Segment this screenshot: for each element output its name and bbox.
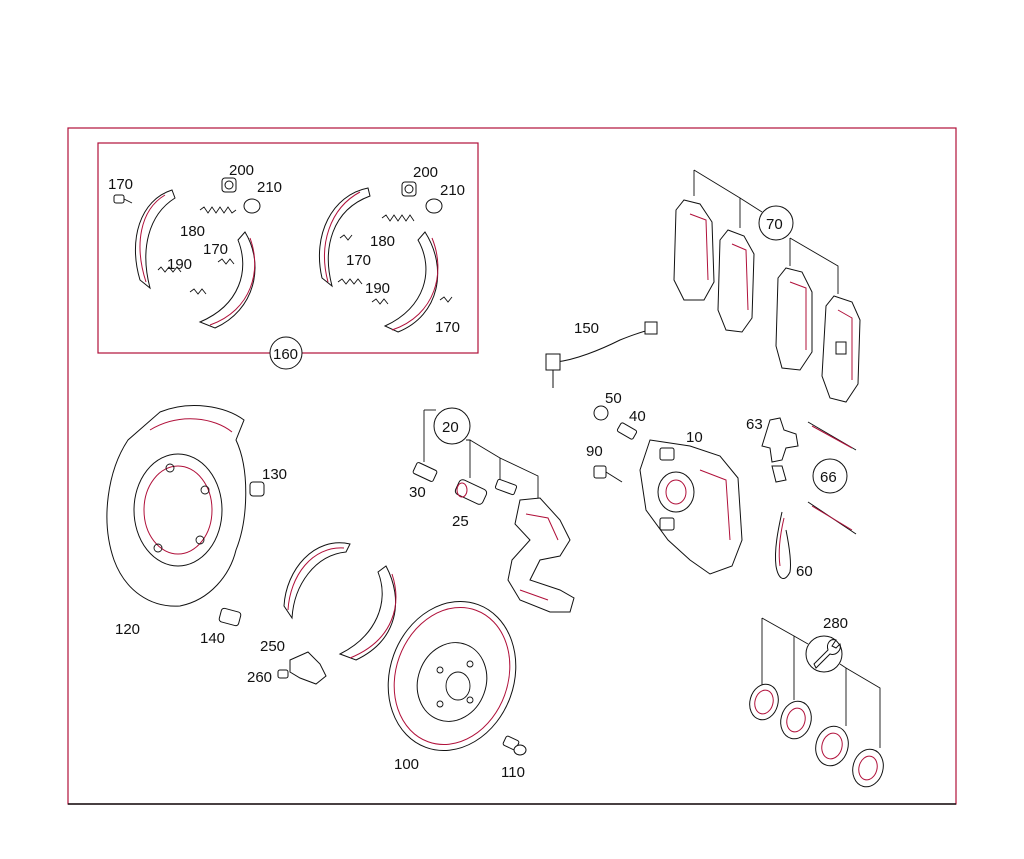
label-10: 10 [686,429,703,446]
wear-sensor[interactable] [545,321,658,388]
label-180b: 180 [370,233,395,250]
label-63: 63 [746,416,763,433]
washer-right[interactable] [425,198,443,214]
label-25: 25 [452,513,469,530]
plate-bolt-140[interactable] [218,607,242,627]
label-180a: 180 [180,223,205,240]
label-280: 280 [823,615,848,632]
label-90: 90 [586,443,603,460]
label-140: 140 [200,630,225,647]
adjuster-nut-right[interactable] [401,181,417,197]
label-130: 130 [262,466,287,483]
retaining-pins[interactable] [807,421,857,535]
label-200a: 200 [229,162,254,179]
spring-parts-right [337,214,453,305]
label-200b: 200 [413,164,438,181]
label-30: 30 [409,484,426,501]
dust-cap[interactable] [593,405,609,421]
callout-circle-66 [812,458,848,494]
bracket-bolt[interactable] [494,478,518,496]
label-70: 70 [766,216,783,233]
label-120: 120 [115,621,140,638]
label-170d: 170 [435,319,460,336]
label-110: 110 [501,764,525,781]
label-50: 50 [605,390,622,407]
guide-pin[interactable] [412,462,438,482]
washer-left[interactable] [243,198,261,214]
brake-caliper[interactable] [639,439,743,575]
disc-screw[interactable] [502,735,527,756]
pad-clip[interactable] [761,417,799,483]
leader-280 [761,617,881,748]
brake-shoe-right-1[interactable] [318,187,371,288]
brake-disc[interactable] [368,583,537,768]
brake-shoe-loose-1[interactable] [283,542,351,620]
anti-rattle-spring[interactable] [775,511,791,580]
backing-plate[interactable] [106,405,247,607]
label-210a: 210 [257,179,282,196]
label-210b: 210 [440,182,465,199]
caliper-bolt[interactable] [593,465,623,483]
brake-shoe-loose-2[interactable] [338,565,397,661]
plate-bolt-130[interactable] [249,481,265,497]
label-20: 20 [442,419,459,436]
callout-circle-70 [758,205,794,241]
brake-pad-set[interactable] [673,199,861,403]
label-250: 250 [260,638,285,655]
label-40: 40 [629,408,646,425]
adjuster-nut-left[interactable] [221,177,237,193]
label-150: 150 [574,320,599,337]
label-100: 100 [394,756,419,773]
seal-ring-3[interactable] [811,723,852,770]
label-190a: 190 [167,256,192,273]
label-160: 160 [273,346,298,363]
wrench-icon [813,639,841,669]
guide-bushing[interactable] [454,478,488,505]
seal-ring-4[interactable] [849,746,888,790]
small-pin-260[interactable] [277,669,289,679]
label-190b: 190 [365,280,390,297]
label-66: 66 [820,469,837,486]
brake-shoe-left-1[interactable] [134,189,176,290]
leader-20 [423,409,539,500]
callout-circle-160 [269,336,303,370]
label-170c: 170 [346,252,371,269]
caliper-bracket[interactable] [507,497,575,613]
label-170a: 170 [108,176,133,193]
brake-shoe-left-2[interactable] [198,231,256,329]
adjuster-lever[interactable] [289,651,327,685]
callout-circle-20 [433,407,471,445]
seal-ring-1[interactable] [746,681,782,723]
leader-70 [693,169,839,294]
bleed-nipple[interactable] [616,422,638,440]
label-170b: 170 [203,241,228,258]
spring-parts-left [113,194,237,295]
seal-ring-2[interactable] [777,698,816,742]
label-60: 60 [796,563,813,580]
brake-shoe-right-2[interactable] [383,231,439,333]
label-260: 260 [247,669,272,686]
